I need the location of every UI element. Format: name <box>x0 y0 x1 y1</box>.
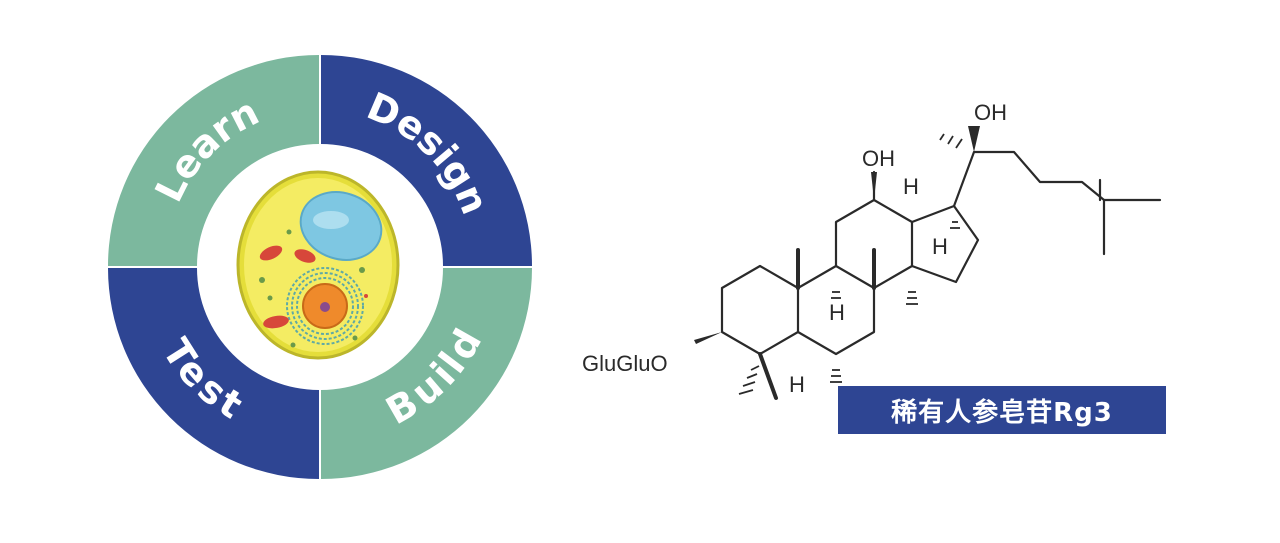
mitochondrion <box>259 245 283 261</box>
cell-illustration <box>236 170 400 360</box>
dbtl-cycle-diagram: Learn Design Build Test <box>108 55 532 479</box>
atom-label-h: H <box>903 174 919 199</box>
atom-label-h: H <box>932 234 948 259</box>
atom-label-oh-top: OH <box>974 100 1007 125</box>
atom-label-h: H <box>789 372 805 397</box>
segment-design <box>321 55 532 266</box>
segment-test <box>108 268 319 479</box>
atom-label-oh-left: OH <box>862 146 895 171</box>
mitochondrion <box>294 249 316 263</box>
segment-build <box>321 268 532 479</box>
mitochondrion <box>263 315 289 329</box>
ginsenoside-rg3-structure: OH OH H H H H GluGluO <box>582 100 1162 400</box>
atom-label-glucose-substituent: GluGluO <box>582 351 668 376</box>
segment-learn <box>108 55 319 266</box>
compound-name-badge: 稀有人参皂苷Rg3 <box>838 386 1166 434</box>
skeleton-bonds <box>720 150 1162 400</box>
endoplasmic-reticulum <box>286 267 364 345</box>
stereo-bonds <box>694 126 980 395</box>
atom-label-h: H <box>829 300 845 325</box>
